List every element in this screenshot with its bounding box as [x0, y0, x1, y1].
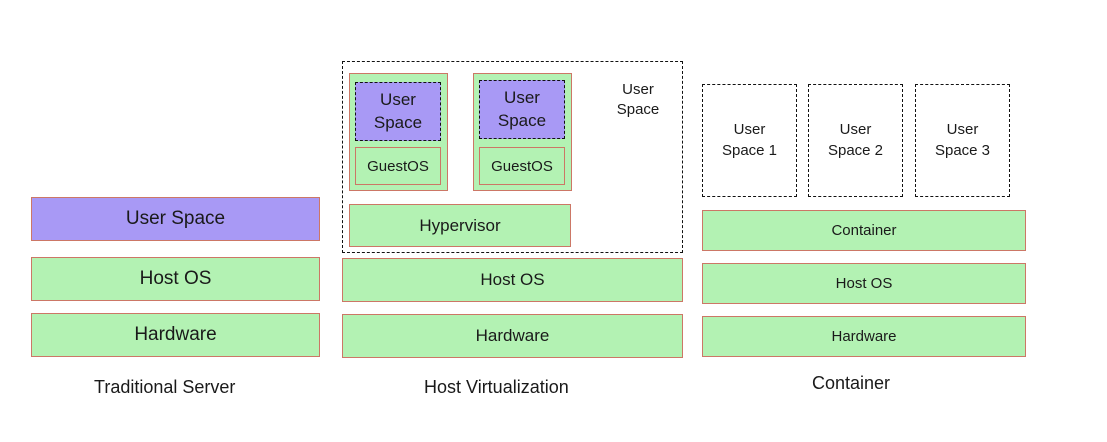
- vm1-user-space: User Space: [355, 82, 441, 141]
- container-user-space-1-line1: User: [733, 121, 766, 139]
- container-runtime-label: Container: [831, 222, 897, 239]
- container-caption: Container: [812, 373, 891, 393]
- traditional-hardware-layer: Hardware: [31, 313, 320, 357]
- container-user-space-2: User Space 2: [808, 84, 903, 197]
- vm1-guest-os: GuestOS: [355, 147, 441, 185]
- container-runtime-layer: Container: [702, 210, 1026, 251]
- vm1-guest-os-label: GuestOS: [367, 157, 429, 175]
- hypervisor-label: Hypervisor: [419, 215, 501, 235]
- container-user-space-1-line2: Space 1: [721, 141, 778, 159]
- virtualization-user-space-boundary: [342, 61, 683, 253]
- traditional-caption: Traditional Server: [94, 377, 236, 397]
- container-host-os-label: Host OS: [835, 275, 893, 292]
- virtualization-outer-user-space-label: User Space: [606, 80, 670, 121]
- container-user-space-3-line2: Space 3: [934, 141, 991, 159]
- vm1-user-space-line2: Space: [373, 112, 423, 132]
- traditional-host-os-label: Host OS: [139, 268, 212, 289]
- container-user-space-2-line1: User: [839, 121, 872, 139]
- vm2-guest-os: GuestOS: [479, 147, 565, 185]
- traditional-user-space-label: User Space: [125, 208, 226, 229]
- container-host-os-layer: Host OS: [702, 263, 1026, 304]
- container-hardware-layer: Hardware: [702, 316, 1026, 357]
- container-user-space-3-line1: User: [946, 121, 979, 139]
- container-user-space-3: User Space 3: [915, 84, 1010, 197]
- virtualization-host-os-layer: Host OS: [342, 258, 683, 302]
- traditional-user-space-layer: User Space: [31, 197, 320, 241]
- virtualization-caption: Host Virtualization: [424, 377, 569, 397]
- traditional-host-os-layer: Host OS: [31, 257, 320, 301]
- virtualization-outer-label-line1: User: [622, 81, 654, 98]
- vm2-user-space-line1: User: [504, 87, 540, 107]
- virtualization-host-os-label: Host OS: [480, 270, 545, 289]
- vm1-user-space-line1: User: [380, 89, 416, 109]
- container-user-space-1: User Space 1: [702, 84, 797, 197]
- virtualization-hardware-layer: Hardware: [342, 314, 683, 358]
- traditional-hardware-label: Hardware: [134, 324, 217, 345]
- vm2-guest-os-label: GuestOS: [491, 157, 553, 175]
- vm2-user-space: User Space: [479, 80, 565, 139]
- virtualization-outer-label-line2: Space: [616, 101, 660, 119]
- container-hardware-label: Hardware: [831, 328, 897, 345]
- virtualization-hardware-label: Hardware: [475, 326, 550, 345]
- container-user-space-2-line2: Space 2: [827, 141, 884, 159]
- hypervisor-layer: Hypervisor: [349, 204, 571, 247]
- vm2-user-space-line2: Space: [497, 110, 547, 130]
